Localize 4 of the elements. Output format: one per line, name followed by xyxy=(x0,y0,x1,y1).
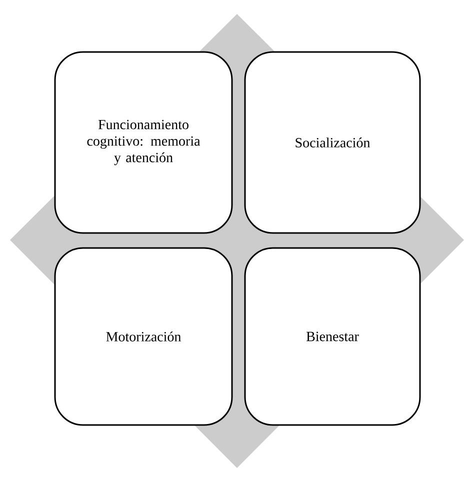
rounded-box: Bienestar xyxy=(244,247,421,426)
rounded-box: Funcionamiento cognitivo: memoria y atención xyxy=(54,51,233,234)
rounded-box: Socialización xyxy=(244,51,421,234)
rounded-box: Motorización xyxy=(54,247,233,426)
